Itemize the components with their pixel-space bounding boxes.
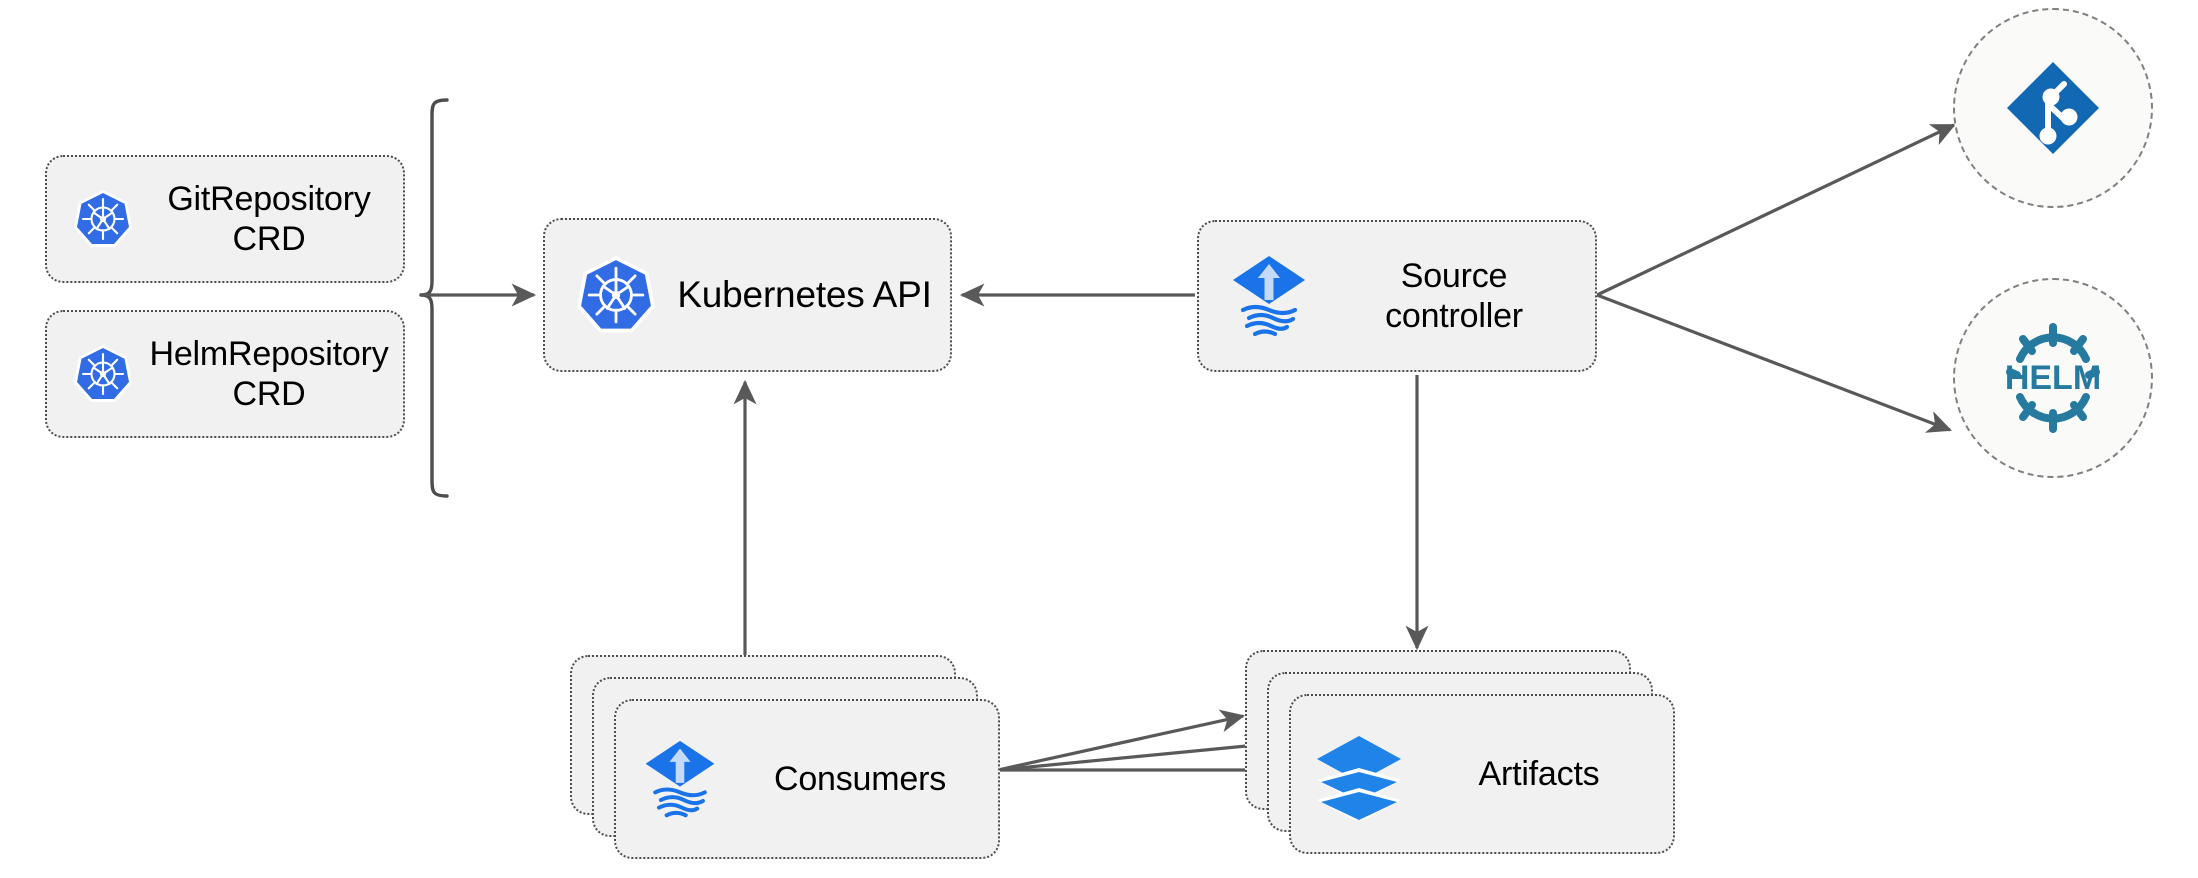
artifacts-stack-layer-front[interactable]: Artifacts <box>1289 694 1675 854</box>
helm-icon: HELM <box>1988 313 2118 443</box>
node-git-repository-crd[interactable]: GitRepository CRD <box>45 155 405 283</box>
helm-wordmark: HELM <box>2005 359 2101 397</box>
edge-consumers-to-artifacts-top <box>997 709 1246 772</box>
edge-source-controller-to-helm-source <box>1596 293 1952 433</box>
edge-source-controller-to-git-source <box>1596 123 1956 297</box>
layers-icon <box>1313 728 1405 820</box>
git-icon <box>2001 56 2105 160</box>
node-label-git-repository-crd: GitRepository CRD <box>167 179 371 258</box>
crd-group-brace <box>419 98 449 498</box>
node-helm-repository-crd[interactable]: HelmRepository CRD <box>45 310 405 438</box>
kubernetes-icon <box>71 187 135 251</box>
flux-icon <box>638 734 722 824</box>
node-artifacts[interactable]: Artifacts <box>1245 650 1675 858</box>
kubernetes-icon <box>573 252 659 338</box>
consumers-stack-layer-front[interactable]: Consumers <box>614 699 1000 859</box>
node-consumers[interactable]: Consumers <box>570 655 1000 863</box>
kubernetes-icon <box>71 342 135 406</box>
node-label-kubernetes-api: Kubernetes API <box>677 274 932 316</box>
node-kubernetes-api[interactable]: Kubernetes API <box>543 218 952 372</box>
node-source-controller[interactable]: Source controller <box>1197 220 1597 372</box>
node-git-source[interactable] <box>1953 8 2153 208</box>
node-label-helm-repository-crd: HelmRepository CRD <box>149 334 389 413</box>
node-label-source-controller: Source controller <box>1385 256 1523 335</box>
edge-consumers-to-artifacts-middle <box>997 734 1270 772</box>
node-label-artifacts: Artifacts <box>1478 754 1600 793</box>
flux-icon <box>1225 250 1313 342</box>
node-helm-source[interactable]: HELM <box>1953 278 2153 478</box>
node-label-consumers: Consumers <box>773 759 947 798</box>
